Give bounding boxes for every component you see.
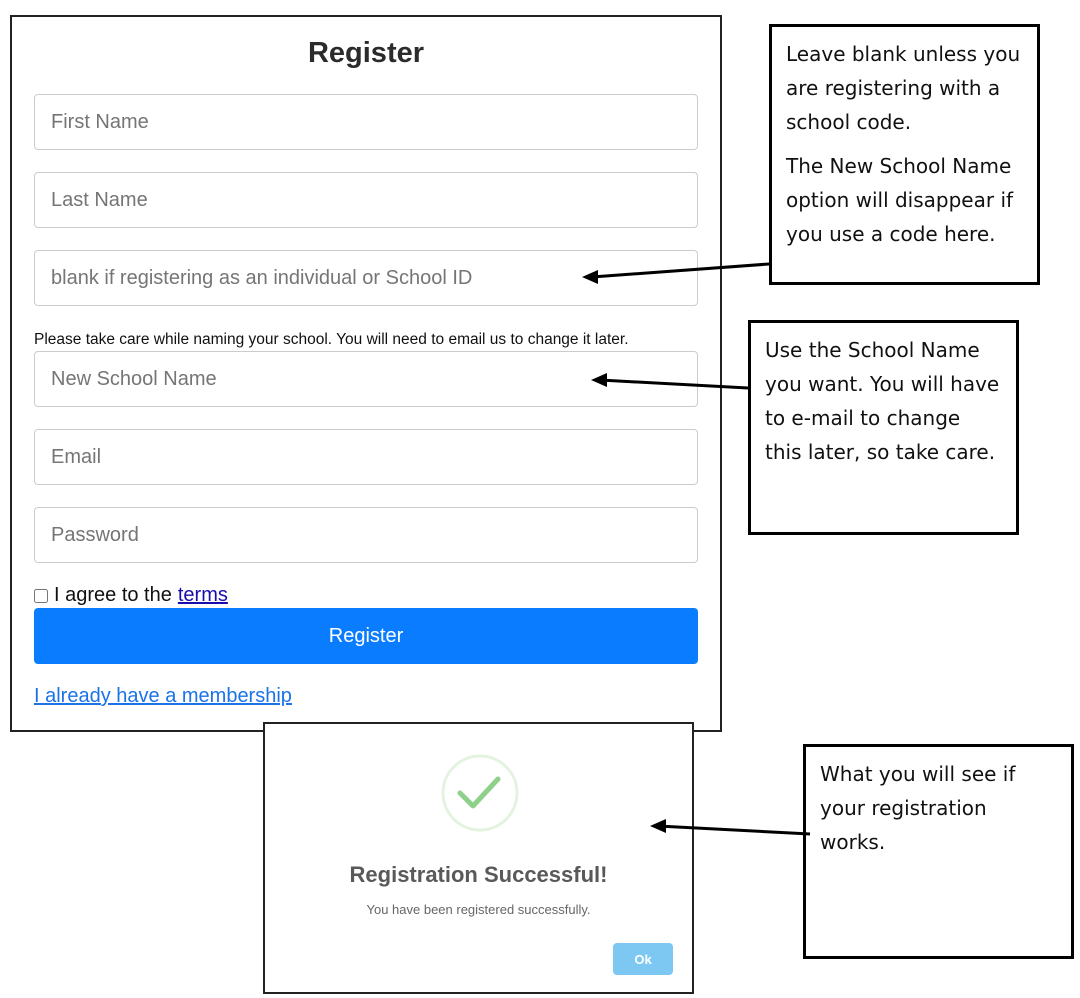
new-school-name-input[interactable] [34,351,698,407]
callout-text: Use the School Name you want. You will h… [765,338,1000,464]
school-id-input[interactable] [34,250,698,306]
callout-text: What you will see if your registration w… [820,762,1016,854]
first-name-input[interactable] [34,94,698,150]
modal-title: Registration Successful! [349,862,608,887]
password-input[interactable] [34,507,698,563]
callout-school-code: Leave blank unless you are registering w… [769,24,1040,285]
page-title: Register [307,37,425,69]
callout-text: The New School Name option will disappea… [786,154,1014,246]
school-name-hint: Please take care while naming your schoo… [34,331,629,348]
callout-school-name: Use the School Name you want. You will h… [748,320,1019,535]
callout-text: Leave blank unless you are registering w… [786,42,1021,134]
email-input[interactable] [34,429,698,485]
agree-checkbox[interactable] [34,588,48,603]
membership-link[interactable]: I already have a membership [34,685,292,707]
checkmark-icon [441,754,519,832]
register-button[interactable]: Register [34,608,698,664]
ok-button[interactable]: Ok [613,943,673,975]
success-modal: Registration Successful! You have been r… [263,722,694,994]
agree-terms: I agree to the terms [34,584,228,607]
agree-label: I agree to the [54,584,172,606]
callout-success: What you will see if your registration w… [803,744,1074,959]
modal-message: You have been registered successfully. [366,902,591,917]
terms-link[interactable]: terms [177,584,228,606]
last-name-input[interactable] [34,172,698,228]
register-form: Register Please take care while naming y… [10,15,722,732]
